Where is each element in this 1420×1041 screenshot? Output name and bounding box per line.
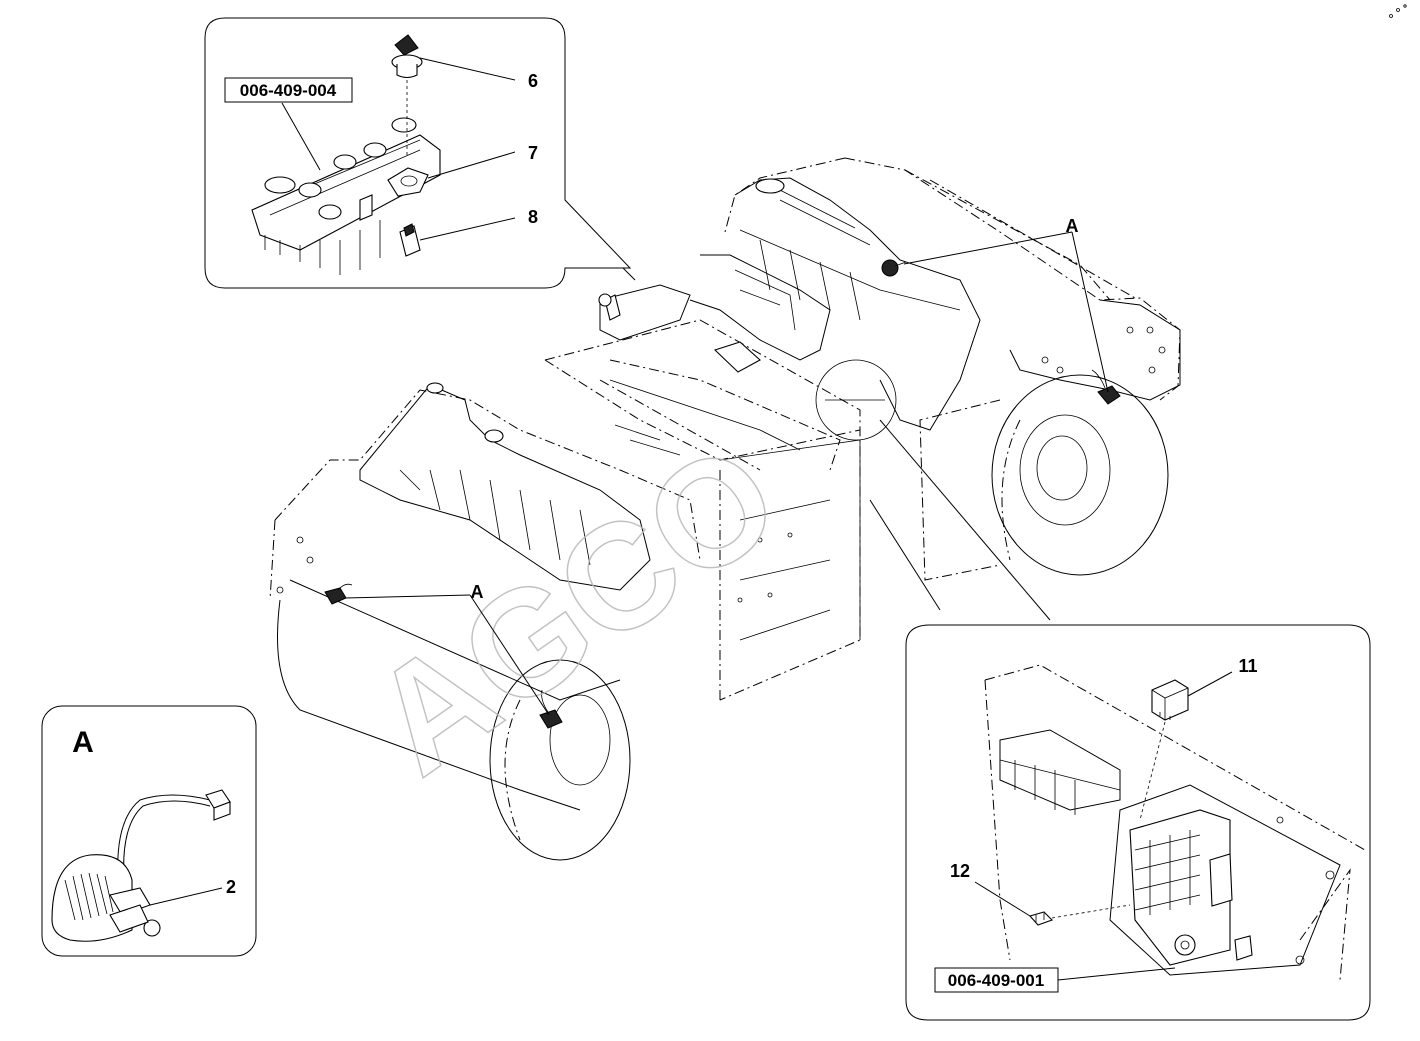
- callout-12: 12: [950, 861, 970, 881]
- watermark-text: AGCO: [342, 410, 807, 806]
- machine-front-drum: [269, 382, 701, 861]
- part-number-box-switch-panel: [224, 77, 353, 103]
- switch-knob-part-6: [391, 34, 423, 79]
- inset-fuse-box: 11 12 006-409-001: [905, 624, 1371, 1021]
- watermark: AGCO: [341, 410, 807, 807]
- part-number-box-fuse-box: [934, 967, 1059, 993]
- callout-11: 11: [1238, 656, 1257, 676]
- callout-7: 7: [528, 143, 538, 163]
- inset-detail-a: A 2: [41, 705, 257, 957]
- callout-8: 8: [528, 207, 538, 227]
- inset-switch-panel: 006-409-004 6 7 8: [204, 17, 632, 289]
- detail-a-title: A: [72, 726, 94, 759]
- callout-detail-a-front: A: [471, 582, 484, 602]
- fuse-part-12: [1029, 911, 1054, 926]
- relay-part-11: [1151, 679, 1189, 721]
- machine-rear-section: [724, 157, 1181, 581]
- corner-mark: [1389, 4, 1407, 18]
- part-number-switch-panel: 006-409-004: [240, 81, 337, 100]
- machine-center-frame: [544, 254, 897, 701]
- callout-detail-a-rear: A: [1066, 216, 1079, 236]
- callout-6: 6: [528, 71, 538, 91]
- contact-block-part-8: [399, 223, 421, 257]
- callout-2: 2: [226, 877, 236, 897]
- part-number-fuse-box: 006-409-001: [948, 971, 1044, 990]
- switch-collar-part-7: [387, 167, 429, 197]
